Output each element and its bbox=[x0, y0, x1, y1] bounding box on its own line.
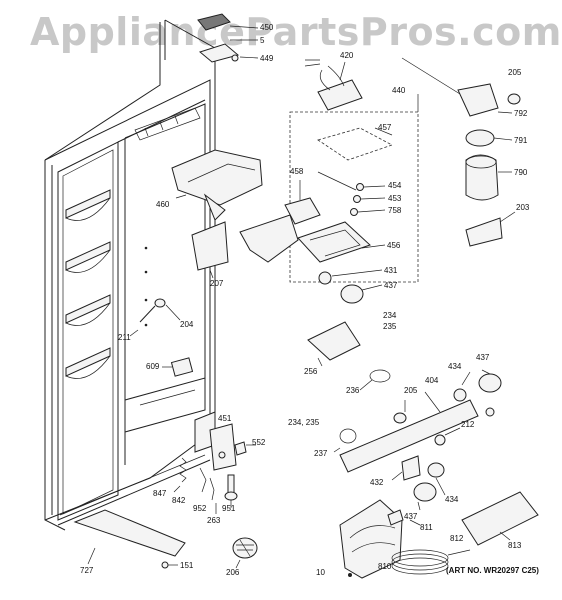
label-454: 454 bbox=[388, 181, 402, 190]
part-420-wiring bbox=[304, 59, 363, 111]
part-207 bbox=[191, 221, 229, 271]
label-451: 451 bbox=[218, 414, 232, 423]
label-437b: 437 bbox=[476, 353, 490, 362]
label-456: 456 bbox=[387, 241, 401, 250]
label-552: 552 bbox=[252, 438, 266, 447]
label-790: 790 bbox=[514, 168, 528, 177]
label-437: 437 bbox=[384, 281, 398, 290]
label-207: 207 bbox=[210, 279, 224, 288]
part-813 bbox=[461, 491, 539, 546]
label-237: 237 bbox=[314, 449, 328, 458]
label-460: 460 bbox=[156, 200, 170, 209]
part-458 bbox=[239, 214, 299, 263]
part-451 bbox=[209, 423, 237, 471]
part-790-filter bbox=[465, 154, 499, 201]
label-404: 404 bbox=[425, 376, 439, 385]
label-206: 206 bbox=[226, 568, 240, 577]
part-812-coil bbox=[391, 557, 449, 575]
label-256: 256 bbox=[304, 367, 318, 376]
label-453: 453 bbox=[388, 194, 402, 203]
watermark: AppliancePartsPros.com bbox=[30, 10, 562, 54]
label-10: 10 bbox=[316, 568, 325, 577]
part-609 bbox=[170, 357, 194, 377]
part-727-kickplate bbox=[73, 509, 186, 557]
label-212: 212 bbox=[461, 420, 475, 429]
part-256 bbox=[307, 321, 361, 361]
label-457: 457 bbox=[378, 123, 392, 132]
fridge-cabinet bbox=[44, 19, 216, 531]
label-842: 842 bbox=[172, 496, 186, 505]
label-151: 151 bbox=[180, 561, 194, 570]
part-457 bbox=[317, 127, 394, 161]
label-434b: 434 bbox=[445, 495, 459, 504]
label-203: 203 bbox=[516, 203, 530, 212]
label-952: 952 bbox=[193, 504, 207, 513]
label-951: 951 bbox=[222, 504, 236, 513]
part-404 bbox=[339, 399, 479, 473]
label-432: 432 bbox=[370, 478, 384, 487]
label-211: 211 bbox=[118, 333, 131, 342]
label-458: 458 bbox=[290, 167, 304, 176]
group-440-outline bbox=[289, 111, 419, 283]
label-234-235: 234, 235 bbox=[288, 418, 320, 427]
part-792 bbox=[457, 83, 499, 117]
label-263: 263 bbox=[207, 516, 221, 525]
label-420: 420 bbox=[340, 51, 354, 60]
label-431: 431 bbox=[384, 266, 398, 275]
label-440: 440 bbox=[392, 86, 406, 95]
label-810: 810 bbox=[378, 562, 392, 571]
part-460-duct bbox=[171, 149, 263, 206]
label-205b: 205 bbox=[404, 386, 418, 395]
label-791: 791 bbox=[514, 136, 528, 145]
label-235: 235 bbox=[383, 322, 397, 331]
label-812: 812 bbox=[450, 534, 464, 543]
label-450: 450 bbox=[260, 23, 274, 32]
label-434: 434 bbox=[448, 362, 462, 371]
label-727: 727 bbox=[80, 566, 94, 575]
label-205: 205 bbox=[508, 68, 522, 77]
art-number: (ART NO. WR20297 C25) bbox=[446, 566, 539, 575]
label-449: 449 bbox=[260, 54, 274, 63]
label-236: 236 bbox=[346, 386, 360, 395]
label-811: 811 bbox=[420, 523, 433, 532]
part-456 bbox=[297, 221, 371, 263]
label-792: 792 bbox=[514, 109, 528, 118]
label-813: 813 bbox=[508, 541, 522, 550]
label-758: 758 bbox=[388, 206, 402, 215]
label-847: 847 bbox=[153, 489, 167, 498]
label-234: 234 bbox=[383, 311, 397, 320]
part-450-bracket bbox=[197, 13, 259, 63]
label-5: 5 bbox=[260, 36, 265, 45]
label-437c: 437 bbox=[404, 512, 418, 521]
label-609: 609 bbox=[146, 362, 160, 371]
part-810 bbox=[339, 499, 403, 579]
label-204: 204 bbox=[180, 320, 194, 329]
